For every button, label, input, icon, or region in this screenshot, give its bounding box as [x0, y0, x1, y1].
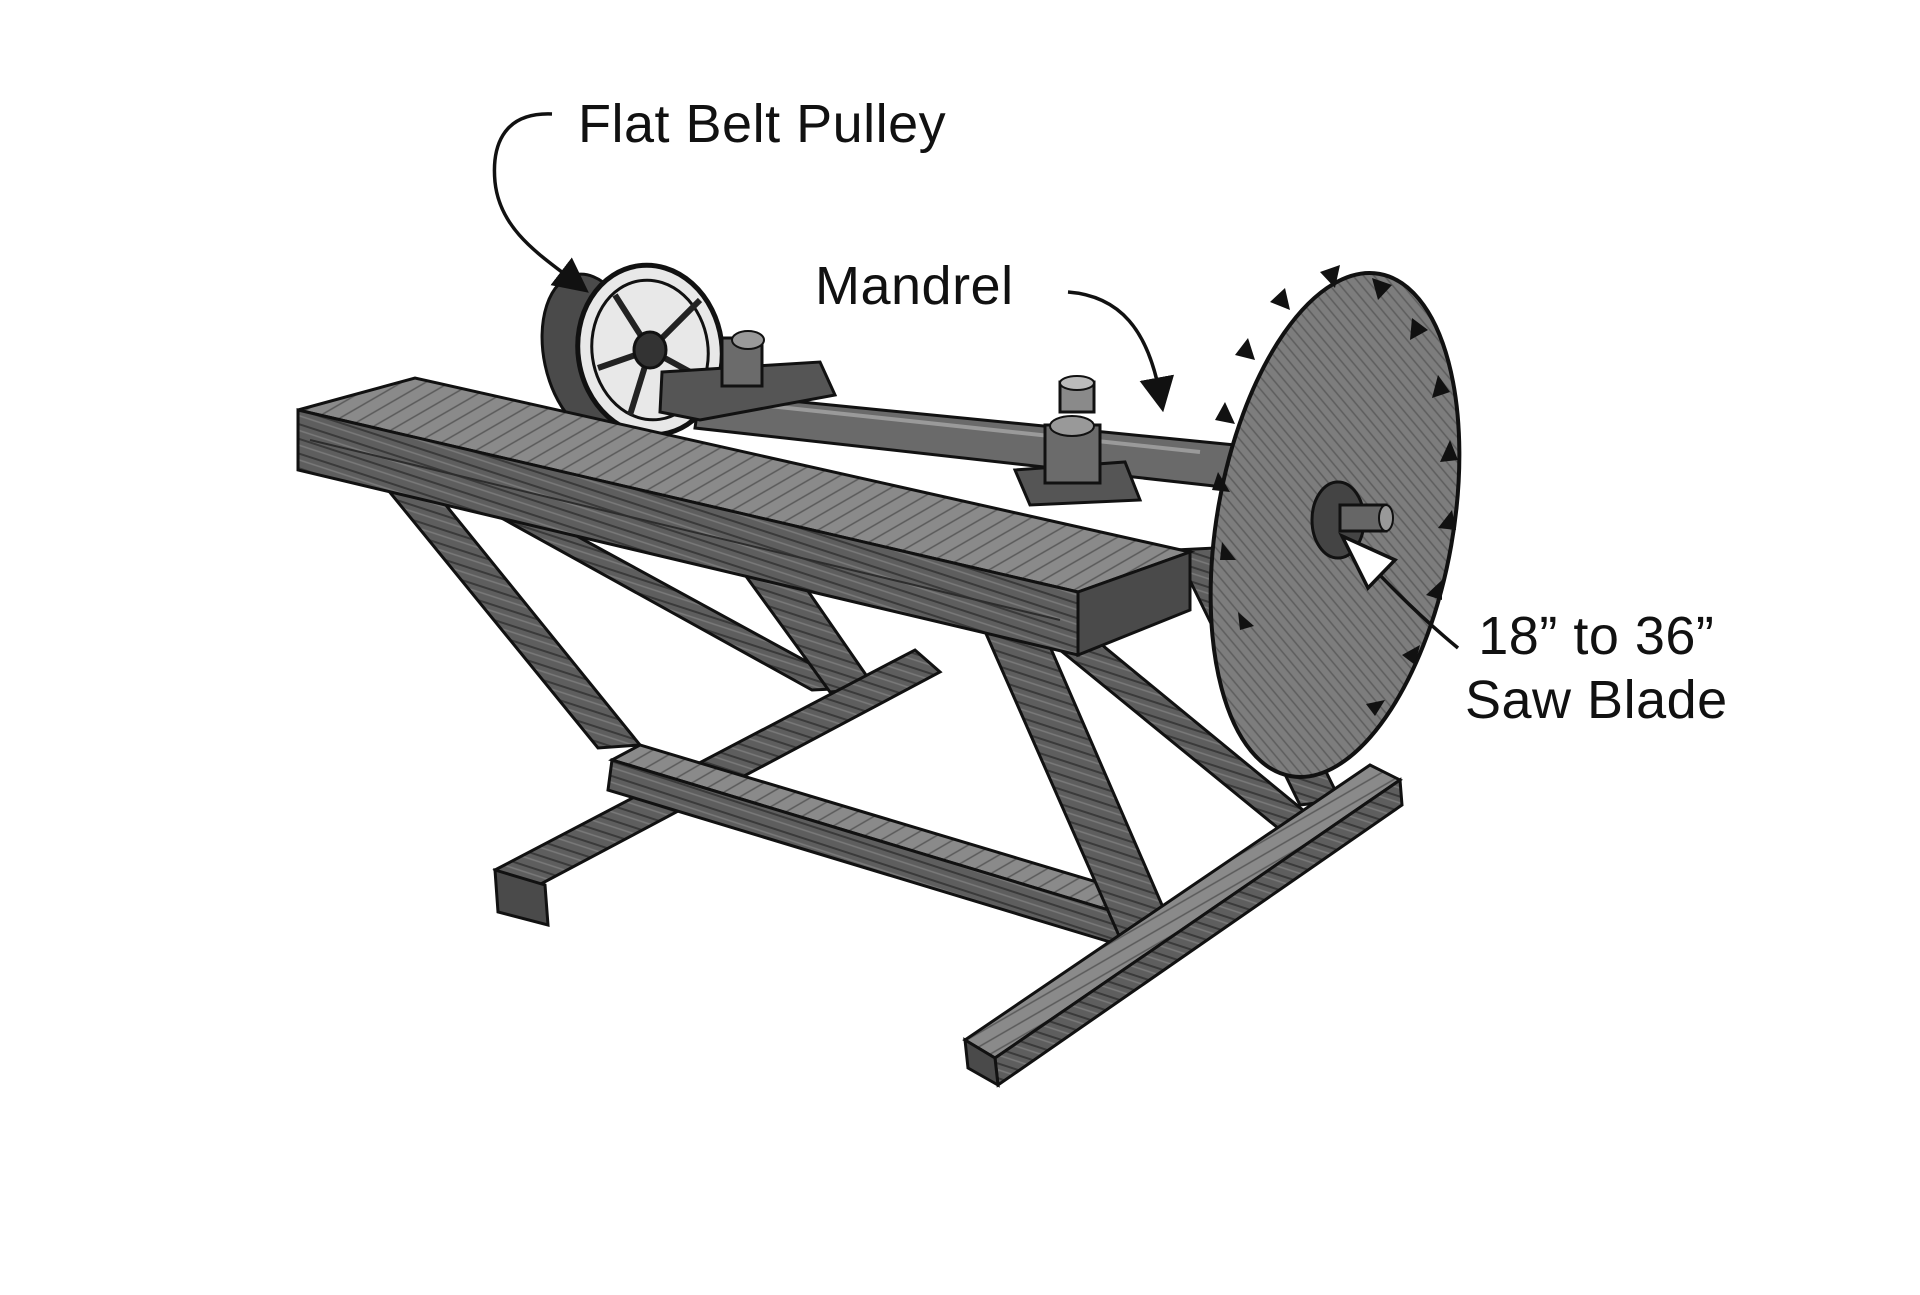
front-bearing-block	[1012, 375, 1143, 507]
pulley-label: Flat Belt Pulley	[578, 94, 947, 154]
blade-arrow-head	[1338, 532, 1398, 591]
callout-arrows	[492, 112, 1460, 650]
rear-bearing-block	[658, 330, 838, 422]
mandrel-callout-arrow	[1067, 290, 1175, 413]
saw-blade-name-label: Saw Blade	[1465, 670, 1728, 730]
table-top	[296, 376, 1196, 658]
front-leg-frame	[962, 546, 1404, 1088]
saw-blade-size-label: 18” to 36”	[1478, 606, 1715, 666]
saw-blade-label: 18” to 36” Saw Blade	[1465, 604, 1728, 732]
pulley-callout-arrow	[492, 112, 589, 293]
saw-blade	[1208, 265, 1462, 779]
mandrel-label: Mandrel	[815, 256, 1014, 316]
flat-belt-pulley	[540, 262, 725, 438]
stretcher-beam	[606, 743, 1154, 947]
